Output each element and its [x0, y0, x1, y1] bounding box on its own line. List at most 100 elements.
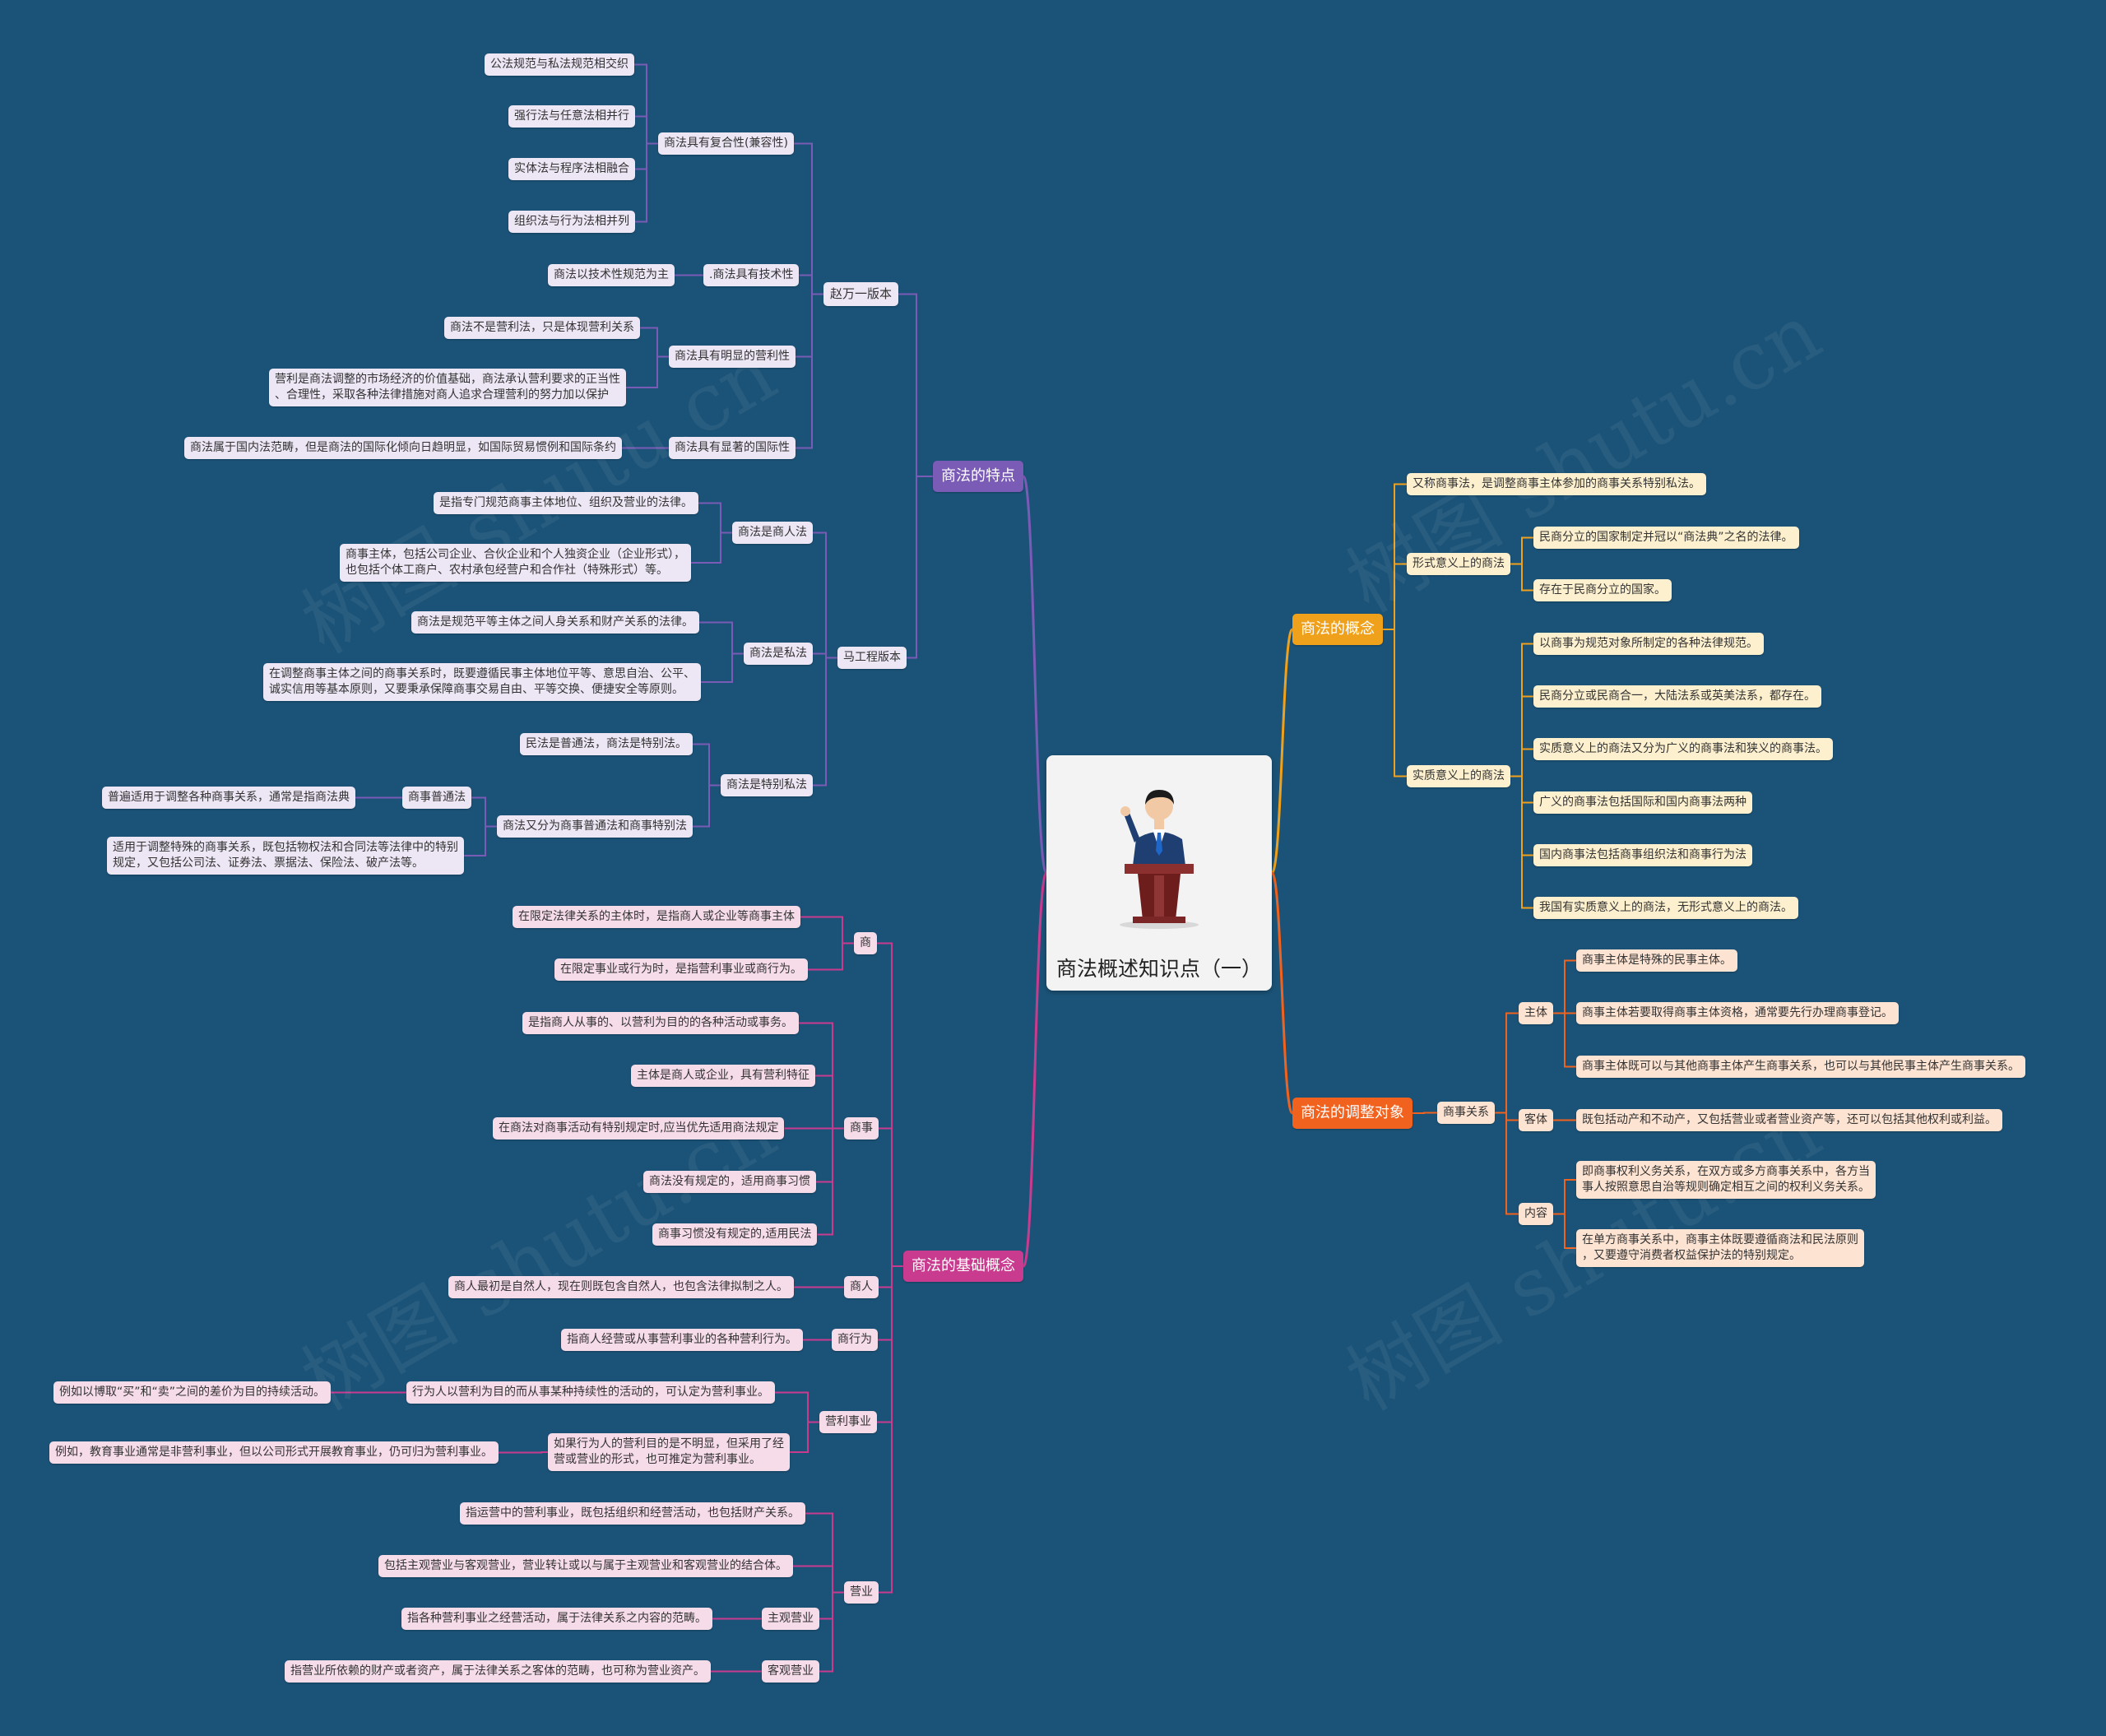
- connector-line: [693, 784, 721, 828]
- connector-line: [1270, 871, 1294, 1115]
- technical-node[interactable]: .商法具有技术性: [703, 264, 800, 286]
- concept-node[interactable]: 商法的概念: [1292, 614, 1383, 645]
- connector-line: [879, 1265, 903, 1594]
- content-item[interactable]: 在单方商事关系中，商事主体既要遵循商法和民法原则 ，又要遵守消费者权益保护法的特…: [1576, 1229, 1864, 1267]
- shang-item[interactable]: 在限定法律关系的主体时，是指商人或企业等商事主体: [513, 906, 800, 928]
- connector-line: [790, 1421, 819, 1453]
- profit-business-item[interactable]: 如果行为人的营利目的是不明显，但采用了经 营或营业的形式，也可推定为营利事业。: [548, 1433, 790, 1471]
- substantive-law-item[interactable]: 民商分立或民商合一，大陆法系或英美法系，都存在。: [1533, 685, 1821, 708]
- central-topic[interactable]: 商法概述知识点（一）: [1046, 755, 1272, 991]
- formal-law-item[interactable]: 存在于民商分立的国家。: [1533, 579, 1672, 601]
- subject-item[interactable]: 商事主体若要取得商事主体资格，通常要先行办理商事登记。: [1576, 1002, 1899, 1024]
- business-item[interactable]: 包括主观营业与客观营业，营业转让或以与属于主观营业和客观营业的结合体。: [378, 1555, 793, 1577]
- substantive-law-item[interactable]: 以商事为规范对象所制定的各种法律规范。: [1533, 633, 1764, 655]
- connector-line: [817, 1127, 844, 1236]
- special-commercial-law-item[interactable]: 适用于调整特殊的商事关系，既包括物权法和合同法等法律中的特别 规定，又包括公司法…: [107, 837, 464, 875]
- ma-version-node[interactable]: 马工程版本: [837, 647, 907, 669]
- shangshi-item[interactable]: 商法没有规定的，适用商事习惯: [643, 1171, 816, 1193]
- profit-business-node[interactable]: 营利事业: [819, 1411, 877, 1433]
- merchant-law-item[interactable]: 商事主体，包括公司企业、合伙企业和个人独资企业（企业形式）， 也包括个体工商户、…: [340, 544, 691, 582]
- substantive-law-item[interactable]: 国内商事法包括商事组织法和商事行为法: [1533, 844, 1752, 866]
- content-node[interactable]: 内容: [1519, 1203, 1553, 1225]
- connector-line: [813, 531, 837, 659]
- subjective-business-node[interactable]: 主观营业: [762, 1608, 819, 1630]
- subject-node[interactable]: 主体: [1519, 1002, 1553, 1024]
- connector-line: [796, 293, 823, 449]
- connector-line: [1383, 629, 1407, 777]
- connector-line: [1553, 1213, 1576, 1249]
- features-node[interactable]: 商法的特点: [933, 461, 1023, 492]
- international-node[interactable]: 商法具有显著的国际性: [669, 437, 796, 459]
- connector-line: [1510, 563, 1533, 592]
- shang-node[interactable]: 商: [854, 932, 877, 954]
- object-item[interactable]: 既包括动产和不动产，又包括营业或者营业资产等，还可以包括其他权利或利益。: [1576, 1109, 2002, 1131]
- regulation-object-node[interactable]: 商法的调整对象: [1292, 1098, 1413, 1129]
- composite-item[interactable]: 公法规范与私法规范相交织: [485, 53, 634, 76]
- profit-node[interactable]: 商法具有明显的营利性: [669, 346, 796, 368]
- shangshi-item[interactable]: 商事习惯没有规定的,适用民法: [652, 1223, 818, 1246]
- speaker-at-podium-icon: [1120, 790, 1199, 929]
- composite-item[interactable]: 强行法与任意法相并行: [508, 105, 635, 128]
- commercial-act-item[interactable]: 指商人经营或从事营利事业的各种营利行为。: [561, 1329, 803, 1351]
- connector-line: [907, 476, 933, 659]
- substantive-law-item[interactable]: 广义的商事法包括国际和国内商事法两种: [1533, 791, 1752, 814]
- composite-item[interactable]: 组织法与行为法相并列: [508, 211, 635, 233]
- connector-line: [1510, 775, 1533, 909]
- concept-alias-item[interactable]: 又称商事法，是调整商事主体参加的商事关系特别私法。: [1407, 473, 1706, 495]
- profit-business-example[interactable]: 例如，教育事业通常是非营利事业，但以公司形式开展教育事业，仍可归为营利事业。: [49, 1441, 499, 1464]
- connector-line: [635, 142, 658, 223]
- merchant-law-item[interactable]: 是指专门规范商事主体地位、组织及营业的法律。: [434, 492, 698, 514]
- composite-item[interactable]: 实体法与程序法相融合: [508, 158, 635, 180]
- connector-line: [775, 1391, 819, 1423]
- shangshi-item[interactable]: 在商法对商事活动有特别规定时,应当优先适用商法规定: [493, 1117, 785, 1140]
- shangshi-item[interactable]: 主体是商人或企业，具有营利特征: [631, 1065, 815, 1087]
- composite-node[interactable]: 商法具有复合性(兼容性): [658, 132, 794, 155]
- objective-business-item[interactable]: 指营业所依赖的财产或者资产，属于法律关系之客体的范畴，也可称为营业资产。: [285, 1660, 711, 1683]
- special-private-law-node[interactable]: 商法是特别私法: [721, 774, 813, 796]
- shangren-item[interactable]: 商人最初是自然人，现在则既包含自然人，也包含法律拟制之人。: [448, 1276, 794, 1298]
- shangshi-item[interactable]: 是指商人从事的、以营利为目的的各种活动或事务。: [522, 1012, 799, 1034]
- connector-line: [699, 621, 744, 655]
- special-private-law-item[interactable]: 民法是普通法，商法是特别法。: [520, 733, 693, 755]
- objective-business-node[interactable]: 客观营业: [762, 1660, 819, 1683]
- profit-business-item[interactable]: 行为人以营利为目的而从事某种持续性的活动的，可认定为营利事业。: [406, 1381, 775, 1404]
- content-item[interactable]: 即商事权利义务关系，在双方或多方商事关系中，各方当 事人按照意思自治等规则确定相…: [1576, 1161, 1876, 1199]
- subject-item[interactable]: 商事主体既可以与其他商事主体产生商事关系，也可以与其他民事主体产生商事关系。: [1576, 1056, 2025, 1078]
- connector-line: [499, 1451, 548, 1454]
- formal-law-item[interactable]: 民商分立的国家制定并冠以“商法典”之名的法律。: [1533, 527, 1799, 549]
- general-commercial-law-item[interactable]: 普遍适用于调整各种商事关系，通常是指商法典: [102, 787, 355, 809]
- subjective-business-item[interactable]: 指各种营利事业之经营活动，属于法律关系之内容的范畴。: [401, 1608, 712, 1630]
- business-item[interactable]: 指运营中的营利事业，既包括组织和经营活动，也包括财产关系。: [460, 1502, 805, 1525]
- merchant-law-node[interactable]: 商法是商人法: [732, 522, 813, 544]
- subject-item[interactable]: 商事主体是特殊的民事主体。: [1576, 949, 1737, 972]
- zhao-version-node[interactable]: 赵万一版本: [823, 282, 899, 306]
- substantive-law-item[interactable]: 我国有实质意义上的商法，无形式意义上的商法。: [1533, 897, 1798, 919]
- shangshi-node[interactable]: 商事: [844, 1117, 879, 1140]
- commercial-relation-node[interactable]: 商事关系: [1437, 1102, 1495, 1124]
- business-node[interactable]: 营业: [844, 1581, 879, 1604]
- international-item[interactable]: 商法属于国内法范畴，但是商法的国际化倾向日趋明显，如国际贸易惯例和国际条约: [184, 437, 622, 459]
- profit-item[interactable]: 商法不是营利法，只是体现营利关系: [444, 317, 640, 339]
- connector-line: [626, 355, 669, 388]
- technical-item[interactable]: 商法以技术性规范为主: [548, 264, 675, 286]
- private-law-item[interactable]: 在调整商事主体之间的商事关系时，既要遵循民事主体地位平等、意思自治、公平、 诚实…: [263, 663, 701, 701]
- connector-line: [693, 743, 721, 787]
- private-law-node[interactable]: 商法是私法: [744, 643, 813, 665]
- commercial-law-split-node[interactable]: 商法又分为商事普通法和商事特别法: [497, 815, 693, 838]
- substantive-law-item[interactable]: 实质意义上的商法又分为广义的商事法和狭义的商事法。: [1533, 738, 1833, 760]
- formal-law-node[interactable]: 形式意义上的商法: [1407, 553, 1510, 575]
- basics-node[interactable]: 商法的基础概念: [903, 1251, 1023, 1282]
- connector-line: [808, 942, 854, 971]
- profit-business-example[interactable]: 例如以博取“买”和“卖”之间的差价为目的持续活动。: [53, 1381, 332, 1404]
- commercial-act-node[interactable]: 商行为: [832, 1329, 878, 1351]
- shang-item[interactable]: 在限定事业或行为时，是指营利事业或商行为。: [554, 959, 808, 981]
- connector-line: [1495, 1112, 1519, 1215]
- substantive-law-node[interactable]: 实质意义上的商法: [1407, 765, 1510, 787]
- general-commercial-law-node[interactable]: 商事普通法: [402, 787, 471, 809]
- private-law-item[interactable]: 商法是规范平等主体之间人身关系和财产关系的法律。: [411, 611, 699, 634]
- object-node[interactable]: 客体: [1519, 1109, 1553, 1131]
- connector-line: [1022, 871, 1048, 1268]
- profit-item[interactable]: 营利是商法调整的市场经济的价值基础，商法承认营利要求的正当性 、合理性，采取各种…: [269, 369, 626, 406]
- shangren-node[interactable]: 商人: [844, 1276, 879, 1298]
- connector-line: [800, 916, 854, 945]
